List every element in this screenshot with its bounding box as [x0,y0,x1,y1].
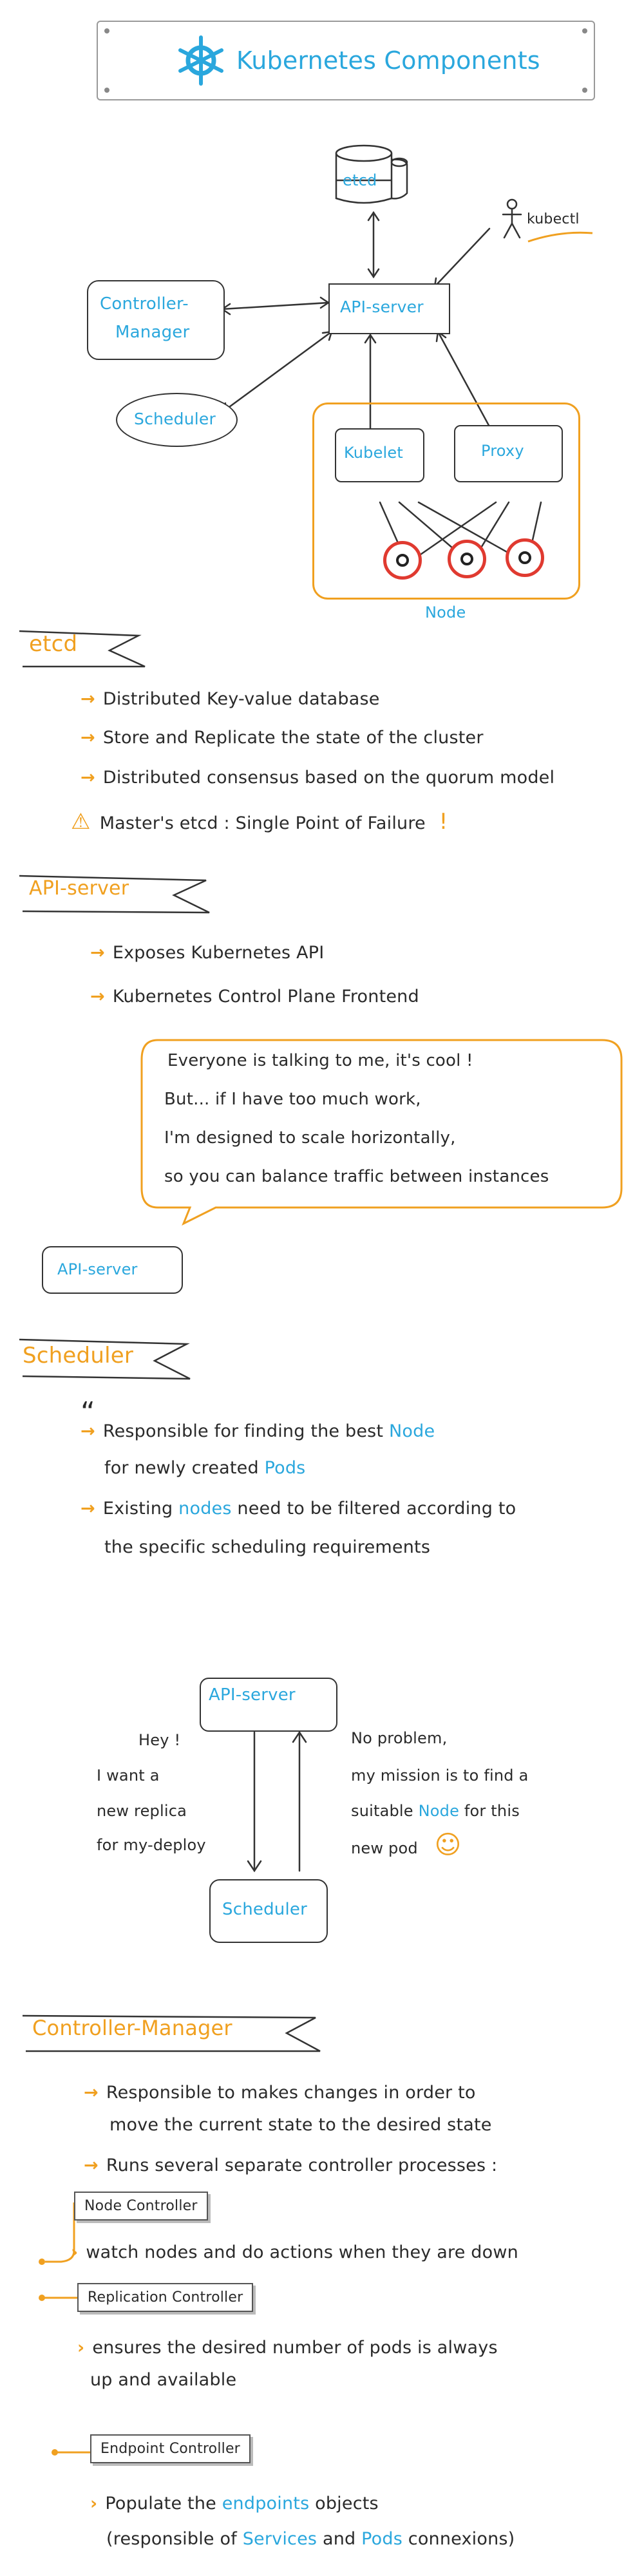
list-item: →Store and Replicate the state of the cl… [80,728,484,748]
api-server-badge: API-server [42,1246,183,1294]
database-icon [335,144,408,204]
kubectl-label: kubectl [527,211,580,227]
list-item-continuation: up and available [90,2370,237,2390]
warning-icon: ⚠ [71,809,91,835]
speech-line: Everyone is talking to me, it's cool ! [167,1051,473,1070]
kubelet-node: Kubelet [335,428,424,482]
section-banner [22,2014,321,2052]
speech-line: my mission is to find a [351,1766,529,1785]
list-item-continuation: the specific scheduling requirements [104,1537,431,1557]
warning-row: ⚠Master's etcd : Single Point of Failure… [71,809,448,835]
controller-manager-node: Controller- Manager [87,280,225,360]
speech-line: I'm designed to scale horizontally, [164,1128,456,1148]
section-banner [19,875,210,914]
user-icon [502,198,522,239]
scheduler-label: Scheduler [222,1900,307,1919]
page-title: Kubernetes Components [236,46,540,75]
list-item: →Responsible to makes changes in order t… [84,2083,476,2103]
quote-mark: “ [80,1396,95,1429]
speech-line: new replica [97,1802,187,1820]
smiley-icon: ☺ [434,1830,462,1860]
endpoint-controller-tag: Endpoint Controller [90,2434,251,2463]
request-arrows [247,1730,307,1873]
api-server-label: API-server [209,1685,296,1705]
cm-section-title: Controller-Manager [32,2016,232,2040]
speech-line: But... if I have too much work, [164,1090,421,1109]
api-server-node: API-server [328,283,450,334]
proxy-node: Proxy [454,425,563,482]
pin-icon [104,88,109,93]
header-banner: Kubernetes Components [97,21,595,100]
speech-line: suitable Node for this [351,1802,520,1820]
pod-icon [506,538,544,577]
speech-line: No problem, [351,1729,448,1747]
api-section-title: API-server [29,877,129,900]
exclamation-mark: ! [439,809,448,835]
list-item: ›ensures the desired number of pods is a… [77,2338,498,2358]
connector-line [52,2449,93,2456]
connector-line [39,2295,80,2301]
speech-bubble [140,1039,623,1226]
kubelet-label: Kubelet [344,444,403,462]
list-item: →Exposes Kubernetes API [90,943,325,963]
list-item: →Kubernetes Control Plane Frontend [90,987,419,1007]
node-label: Node [425,603,466,621]
pin-icon [582,88,587,93]
api-server-node: API-server [200,1678,337,1732]
api-server-badge-label: API-server [57,1260,138,1278]
list-item-continuation: (responsible of Services and Pods connex… [106,2529,515,2549]
speech-line: Hey ! [138,1731,181,1749]
list-item: →Distributed consensus based on the quor… [80,768,555,788]
list-item: ›watch nodes and do actions when they ar… [71,2242,518,2262]
etcd-section-title: etcd [29,631,78,657]
api-server-label: API-server [340,298,424,316]
section-banner [19,1338,191,1380]
pod-icon [383,541,422,580]
scheduler-node: Scheduler [209,1879,328,1943]
speech-line: so you can balance traffic between insta… [164,1167,549,1186]
list-item-continuation: for newly created Pods [104,1458,306,1478]
etcd-label: etcd [343,171,377,189]
etcd-node: etcd [328,142,422,209]
proxy-label: Proxy [481,442,524,460]
list-item: →Responsible for finding the best Node [80,1421,435,1441]
pod-icon [448,540,486,578]
list-item: →Existing nodes need to be filtered acco… [80,1499,516,1519]
node-controller-tag: Node Controller [74,2192,208,2221]
controller-manager-label-2: Manager [115,323,190,342]
connector-line [39,2202,75,2265]
section-banner [19,630,146,668]
pin-icon [582,28,587,33]
list-item: →Distributed Key-value database [80,689,380,709]
node-container [312,402,580,600]
controller-manager-label-1: Controller- [100,294,189,314]
speech-line: new pod ☺ [351,1830,462,1860]
pin-icon [104,28,109,33]
list-item-continuation: move the current state to the desired st… [109,2115,492,2135]
list-item: →Runs several separate controller proces… [84,2155,498,2175]
list-item: ›Populate the endpoints objects [90,2494,379,2514]
speech-line: I want a [97,1766,160,1785]
speech-line: for my-deploy [97,1836,206,1854]
scheduler-section-title: Scheduler [23,1343,134,1368]
scheduler-node: Scheduler [116,393,238,447]
scheduler-label: Scheduler [134,410,216,428]
kubernetes-helm-icon [178,35,223,86]
replication-controller-tag: Replication Controller [77,2283,254,2312]
